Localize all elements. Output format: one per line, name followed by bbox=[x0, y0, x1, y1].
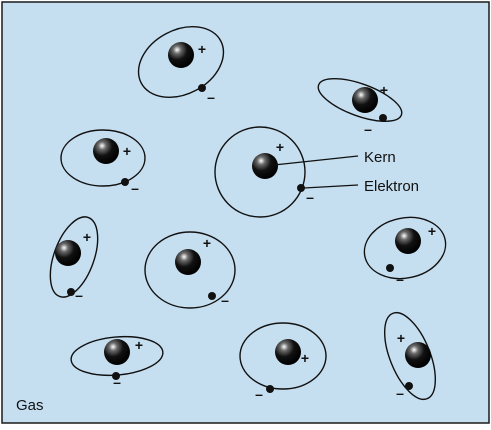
nucleus bbox=[175, 249, 201, 275]
nucleus bbox=[352, 87, 378, 113]
electron-charge-sign: – bbox=[131, 180, 139, 196]
nucleus bbox=[275, 339, 301, 365]
electron bbox=[208, 292, 216, 300]
state-label: Gas bbox=[16, 397, 44, 414]
nucleus-charge-sign: + bbox=[397, 330, 405, 346]
electron-charge-sign: – bbox=[221, 292, 229, 308]
electron bbox=[379, 114, 387, 122]
electron-label: Elektron bbox=[364, 178, 419, 195]
nucleus bbox=[55, 240, 81, 266]
electron bbox=[386, 264, 394, 272]
nucleus-charge-sign: + bbox=[83, 229, 91, 245]
electron-charge-sign: – bbox=[396, 385, 404, 401]
electron bbox=[405, 382, 413, 390]
nucleus-charge-sign: + bbox=[428, 223, 436, 239]
electron bbox=[297, 184, 305, 192]
electron-charge-sign: – bbox=[396, 271, 404, 287]
nucleus-charge-sign: + bbox=[203, 235, 211, 251]
nucleus-charge-sign: + bbox=[135, 337, 143, 353]
nucleus-charge-sign: + bbox=[301, 350, 309, 366]
nucleus bbox=[252, 153, 278, 179]
nucleus-charge-sign: + bbox=[123, 143, 131, 159]
nucleus-charge-sign: + bbox=[198, 41, 206, 57]
nucleus bbox=[104, 339, 130, 365]
electron bbox=[121, 178, 129, 186]
nucleus bbox=[395, 228, 421, 254]
electron bbox=[266, 385, 274, 393]
electron-charge-sign: – bbox=[207, 89, 215, 105]
electron-charge-sign: – bbox=[364, 121, 372, 137]
nucleus bbox=[93, 138, 119, 164]
nucleus-label: Kern bbox=[364, 149, 396, 166]
nucleus bbox=[405, 342, 431, 368]
electron bbox=[198, 84, 206, 92]
nucleus-charge-sign: + bbox=[380, 82, 388, 98]
nucleus bbox=[168, 42, 194, 68]
nucleus-charge-sign: + bbox=[276, 139, 284, 155]
electron-charge-sign: – bbox=[75, 287, 83, 303]
electron-charge-sign: – bbox=[113, 374, 121, 390]
electron-charge-sign: – bbox=[306, 189, 314, 205]
electron bbox=[67, 288, 75, 296]
electron-charge-sign: – bbox=[255, 386, 263, 402]
